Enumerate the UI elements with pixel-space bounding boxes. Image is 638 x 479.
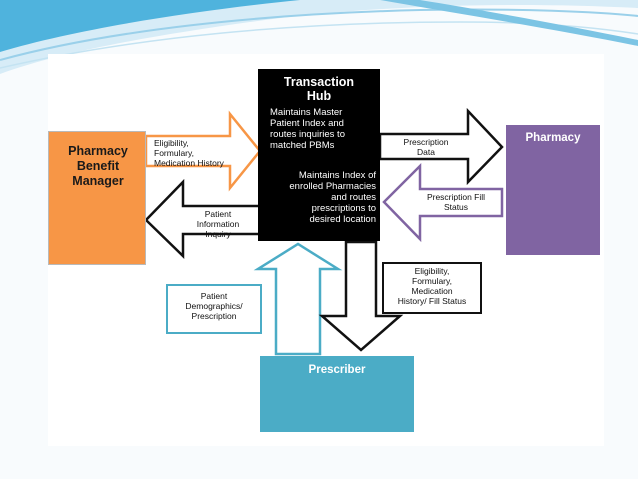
flow-label-line: Data [417, 147, 435, 157]
transaction-hub-box: Transaction Hub Maintains Master Patient… [258, 69, 380, 241]
hub-description-patient-index: Maintains Master Patient Index and route… [270, 107, 376, 151]
hub-text2-line: prescriptions to [311, 203, 376, 214]
flow-label-line: Medication [411, 286, 453, 296]
hub-text2-line: enrolled Pharmacies [289, 181, 376, 192]
flow-label-pbm-to-hub: Eligibility, Formulary, Medication Histo… [154, 138, 236, 168]
arrow-hub-to-pbm [144, 178, 262, 259]
flow-label-prescriber-to-hub: Patient Demographics/ Prescription [168, 291, 260, 321]
pbm-label-line2: Benefit [76, 159, 120, 173]
prescriber-box: Prescriber [260, 356, 414, 432]
flow-label-line: Eligibility, [154, 138, 189, 148]
hub-text1-line: Patient Index and [270, 118, 344, 129]
flow-label-line: History/ Fill Status [397, 296, 467, 306]
hub-title-line1: Transaction [283, 75, 355, 89]
flow-label-line: Demographics/ [185, 301, 243, 311]
flow-label-line: Prescription [403, 137, 449, 147]
prescriber-label: Prescriber [308, 364, 366, 376]
hub-text1-line: Maintains Master [270, 107, 343, 118]
arrow-prescriber-to-hub [253, 242, 343, 356]
hub-title-line2: Hub [306, 89, 332, 103]
flow-label-line: Patient [200, 291, 228, 301]
pbm-label-line1: Pharmacy [68, 144, 128, 158]
flow-label-line: Prescription Fill [426, 192, 486, 202]
pbm-label: Pharmacy Benefit Manager [51, 144, 145, 189]
arrow-pbm-to-hub [144, 110, 262, 192]
flow-label-hub-to-pbm: Patient Information Inquiry [180, 209, 256, 239]
hub-text2-line: desired location [309, 214, 376, 225]
hub-text1-line: matched PBMs [270, 140, 335, 151]
arrow-hub-to-pharmacy [378, 107, 504, 186]
flow-label-line: Medication History [154, 158, 224, 168]
flow-label-hub-to-pharmacy: Prescription Data [388, 137, 464, 157]
flow-label-line: Inquiry [205, 229, 231, 239]
flow-label-line: Formulary, [154, 148, 194, 158]
pharmacy-benefit-manager-box: Pharmacy Benefit Manager [48, 131, 146, 265]
diagram-canvas: Pharmacy Benefit Manager Transaction Hub… [48, 54, 604, 446]
hub-text2-line: Maintains Index of [298, 170, 376, 181]
callout-prescriber-to-hub [166, 284, 262, 334]
flow-arrows [144, 107, 504, 356]
flow-label-line: Information [196, 219, 240, 229]
flow-label-line: Formulary, [412, 276, 452, 286]
flow-label-line: Prescription [191, 311, 237, 321]
flow-label-hub-to-prescriber: Eligibility, Formulary, Medication Histo… [384, 266, 480, 306]
flow-label-pharmacy-to-hub: Prescription Fill Status [414, 192, 498, 212]
flow-label-line: Status [443, 202, 469, 212]
flow-label-line: Patient [204, 209, 232, 219]
hub-title: Transaction Hub [258, 75, 380, 103]
hub-text2-line: and routes [331, 192, 376, 203]
callout-hub-to-prescriber [382, 262, 482, 314]
arrow-pharmacy-to-hub [382, 162, 504, 243]
pharmacy-label: Pharmacy [525, 132, 581, 144]
hub-description-pharmacy-index: Maintains Index of enrolled Pharmacies a… [264, 170, 376, 225]
pharmacy-box: Pharmacy [506, 125, 600, 255]
arrow-hub-to-prescriber [318, 240, 404, 352]
pbm-label-line3: Manager [72, 174, 124, 188]
flow-label-line: Eligibility, [414, 266, 450, 276]
hub-text1-line: routes inquiries to [270, 129, 345, 140]
